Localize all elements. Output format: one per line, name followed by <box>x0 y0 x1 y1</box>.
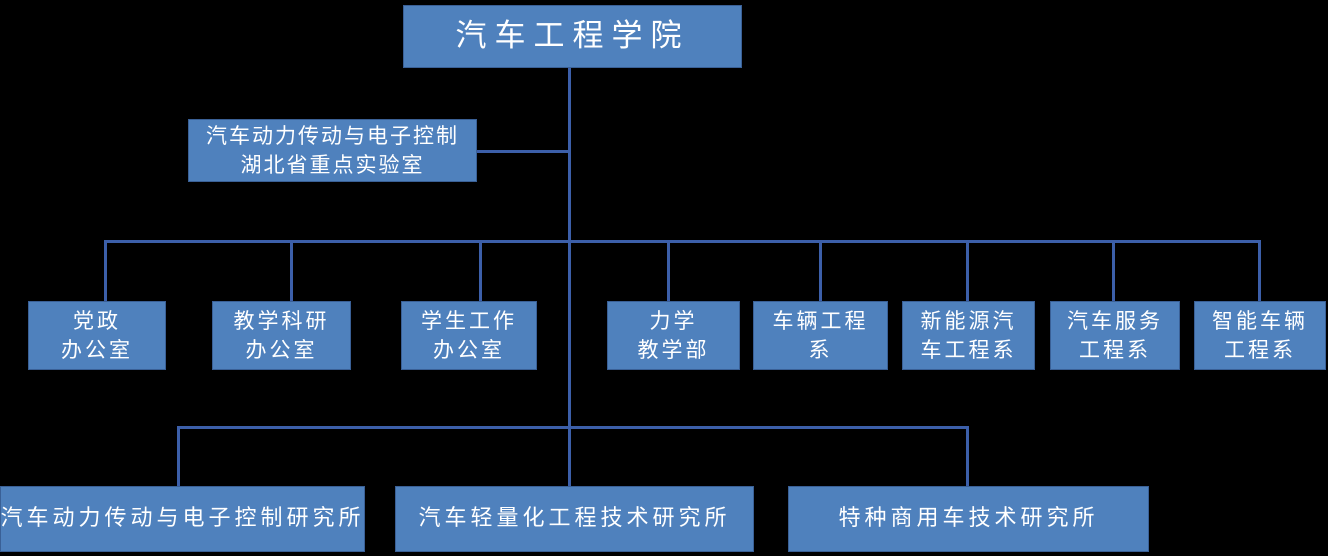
org-node-party-admin-office-label-line-2: 办公室 <box>61 337 133 362</box>
org-node-lightweight-institute: 汽车轻量化工程技术研究所 <box>395 486 754 552</box>
org-node-party-admin-office: 党政办公室 <box>28 301 166 370</box>
org-node-vehicle-engineering-dept: 车辆工程系 <box>753 301 888 370</box>
org-node-teaching-research-office: 教学科研办公室 <box>212 301 351 370</box>
org-node-intelligent-vehicle-dept-label-line-2: 工程系 <box>1224 337 1296 362</box>
org-node-auto-service-dept-label-line-1: 汽车服务 <box>1067 309 1163 334</box>
org-node-student-affairs-office-label-line-2: 办公室 <box>433 337 505 362</box>
org-node-party-admin-office-label-line-1: 党政 <box>73 309 121 334</box>
connector-mid-drop-3 <box>479 240 482 301</box>
org-node-key-lab: 汽车动力传动与电子控制湖北省重点实验室 <box>188 119 477 182</box>
org-node-intelligent-vehicle-dept-label-line-1: 智能车辆 <box>1212 309 1308 334</box>
connector-lab-branch-horizontal <box>477 150 570 153</box>
connector-mid-drop-4 <box>667 240 670 301</box>
org-node-lightweight-institute-label-line-1: 汽车轻量化工程技术研究所 <box>418 506 731 532</box>
org-node-college-label-line-1: 汽车工程学院 <box>455 17 690 54</box>
connector-bottom-drop-3 <box>966 426 969 486</box>
org-node-college: 汽车工程学院 <box>403 5 742 68</box>
org-node-powertrain-institute-label-line-1: 汽车动力传动与电子控制研究所 <box>0 506 365 532</box>
org-node-teaching-research-office-label-line-2: 办公室 <box>245 337 318 362</box>
org-node-new-energy-vehicle-dept: 新能源汽车工程系 <box>902 301 1035 370</box>
org-node-key-lab-label-line-1: 汽车动力传动与电子控制 <box>206 124 459 149</box>
org-node-student-affairs-office-label-line-1: 学生工作 <box>421 309 517 334</box>
org-node-special-commercial-vehicle-institute: 特种商用车技术研究所 <box>788 486 1149 552</box>
connector-mid-drop-2 <box>290 240 293 301</box>
connector-mid-drop-7 <box>1112 240 1115 301</box>
org-node-vehicle-engineering-dept-label-line-1: 车辆工程 <box>772 309 869 334</box>
org-node-key-lab-label-line-2: 湖北省重点实验室 <box>240 152 425 177</box>
org-node-vehicle-engineering-dept-label-line-2: 系 <box>808 337 833 362</box>
connector-bottom-drop-1 <box>177 426 180 486</box>
connector-mid-bus-horizontal <box>104 240 1261 243</box>
connector-bottom-bus-horizontal <box>177 426 969 429</box>
connector-mid-drop-1 <box>104 240 107 301</box>
connector-mid-drop-6 <box>966 240 969 301</box>
org-node-auto-service-dept-label-line-2: 工程系 <box>1079 337 1151 362</box>
org-node-auto-service-dept: 汽车服务工程系 <box>1050 301 1180 370</box>
connector-mid-drop-5 <box>819 240 822 301</box>
connector-mid-drop-8 <box>1258 240 1261 301</box>
org-node-new-energy-vehicle-dept-label-line-2: 车工程系 <box>920 337 1017 362</box>
org-node-student-affairs-office: 学生工作办公室 <box>401 301 537 370</box>
org-node-teaching-research-office-label-line-1: 教学科研 <box>233 309 330 334</box>
org-node-powertrain-institute: 汽车动力传动与电子控制研究所 <box>0 486 365 552</box>
org-node-mechanics-teaching-dept-label-line-1: 力学 <box>649 309 698 334</box>
org-node-new-energy-vehicle-dept-label-line-1: 新能源汽 <box>920 309 1017 334</box>
org-node-mechanics-teaching-dept: 力学教学部 <box>607 301 740 370</box>
org-node-mechanics-teaching-dept-label-line-2: 教学部 <box>637 337 710 362</box>
org-node-intelligent-vehicle-dept: 智能车辆工程系 <box>1194 301 1326 370</box>
connector-trunk-vertical <box>568 67 571 487</box>
org-node-special-commercial-vehicle-institute-label-line-1: 特种商用车技术研究所 <box>838 506 1099 532</box>
